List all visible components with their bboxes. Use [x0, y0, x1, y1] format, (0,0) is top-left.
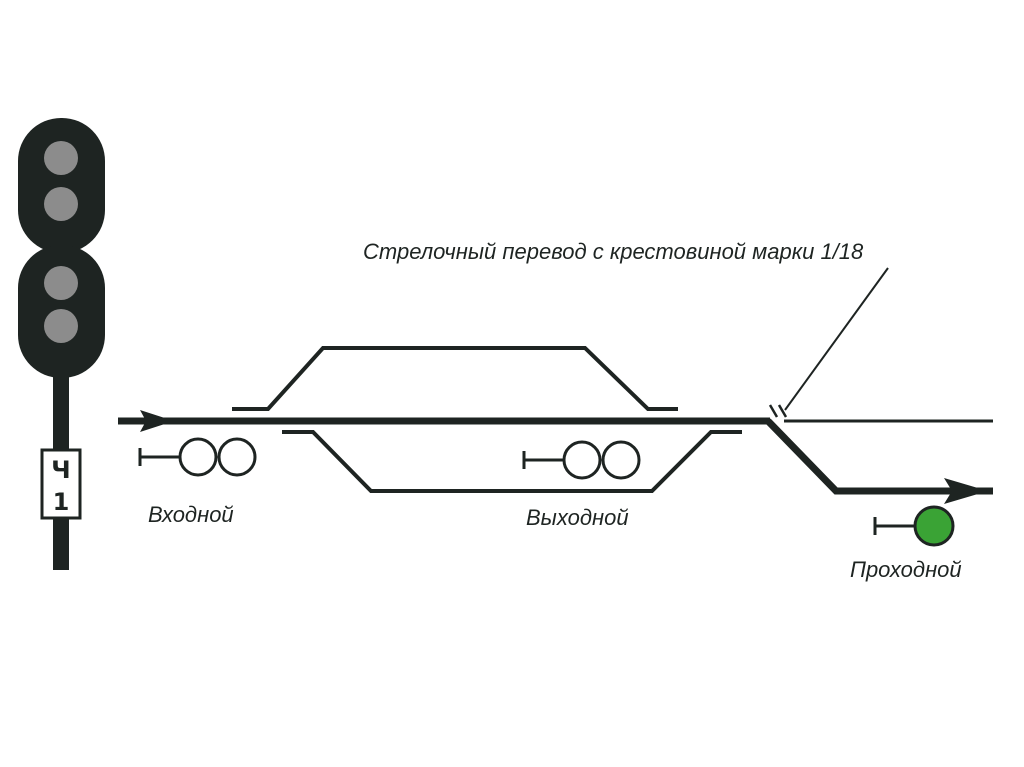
entry-signal-lamp-1	[178, 437, 218, 477]
signal-upper-housing	[18, 118, 105, 253]
exit-signal-symbol	[522, 440, 641, 480]
signal-lamp-1	[44, 141, 78, 175]
signal-head: Ч 1	[18, 118, 105, 570]
diverging-track	[765, 418, 993, 495]
main-track	[118, 410, 770, 432]
mast-plate-top: Ч	[51, 456, 70, 484]
signal-lamp-3	[44, 266, 78, 300]
block-signal-green-lamp	[913, 505, 955, 547]
block-signal-label: Проходной	[850, 557, 962, 582]
switch-caption: Стрелочный перевод с крестовиной марки 1…	[363, 239, 864, 264]
mast-plate-bottom: 1	[53, 488, 70, 516]
entry-signal-lamp-2	[217, 437, 257, 477]
switch-frog-mark-2	[777, 404, 788, 418]
signal-lamp-4	[44, 309, 78, 343]
entry-direction-arrow-icon	[140, 410, 174, 432]
exit-direction-arrow-icon	[944, 478, 988, 504]
switch-frog-mark-1	[768, 404, 779, 418]
exit-signal-lamp-2	[601, 440, 641, 480]
exit-signal-label: Выходной	[526, 505, 629, 530]
upper-siding-track	[232, 346, 678, 411]
entry-signal-symbol	[138, 437, 257, 477]
lower-siding-track	[282, 430, 742, 493]
block-signal-symbol	[873, 505, 955, 547]
exit-signal-lamp-1	[562, 440, 602, 480]
entry-signal-label: Входной	[148, 502, 234, 527]
signal-lamp-2	[44, 187, 78, 221]
caption-leader-line	[784, 267, 889, 411]
mast-plate	[40, 448, 82, 520]
